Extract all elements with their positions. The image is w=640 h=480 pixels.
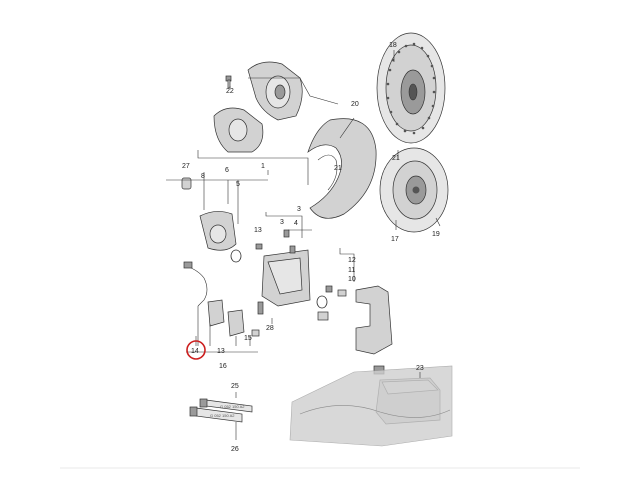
callout-lines [166,50,441,440]
wheel-bearing-housing [213,107,264,153]
part-number-12: 12 [348,257,356,264]
part-number-19: 19 [432,231,440,238]
part-number-3b: 3 [297,206,301,213]
grease-tube-25: G 052 150 A2 [199,398,253,413]
brake-pads [207,299,245,337]
underbody-panel [289,365,453,447]
part-number-20: 20 [351,101,359,108]
highlight-circle-part-14 [186,340,206,360]
part-number-17: 17 [391,236,399,243]
part-number-15: 15 [244,335,252,342]
part-number-14: 14 [191,348,199,355]
part-number-26: 26 [231,446,239,453]
brake-pad-wear-sensor [183,261,208,307]
caliper-bracket [355,285,393,355]
part-number-22: 22 [226,88,234,95]
caliper-carrier [261,249,311,307]
part-number-18: 18 [389,42,397,49]
part-number-6: 6 [225,167,229,174]
guide-pins [251,229,347,337]
brake-caliper-housing [199,211,242,263]
wheel-hub [247,61,303,121]
bolt-22 [225,75,232,89]
part-number-3a: 3 [280,219,284,226]
part-number-4: 4 [294,220,298,227]
part-number-8: 8 [201,173,205,180]
part-number-13b: 13 [217,348,225,355]
grease-tube-26: G 052 150 A2 [189,406,243,423]
part-number-16: 16 [219,363,227,370]
part-number-21a: 21 [334,165,342,172]
part-number-23: 23 [416,365,424,372]
dust-shield [307,118,377,219]
brake-disc-drilled [376,32,446,144]
part-number-21b: 21 [392,155,400,162]
part-number-10: 10 [348,276,356,283]
part-number-25: 25 [231,383,239,390]
svg-text:G 052 150 A2: G 052 150 A2 [210,413,235,418]
guide-bolt-cap [181,177,192,190]
part-number-1: 1 [261,163,265,170]
part-number-28: 28 [266,325,274,332]
part-number-13a: 13 [254,227,262,234]
svg-text:G 052 150 A2: G 052 150 A2 [220,404,245,409]
brake-disc-plain [379,147,449,233]
part-number-5: 5 [236,181,240,188]
part-number-11: 11 [348,267,355,274]
part-number-27: 27 [182,163,190,170]
